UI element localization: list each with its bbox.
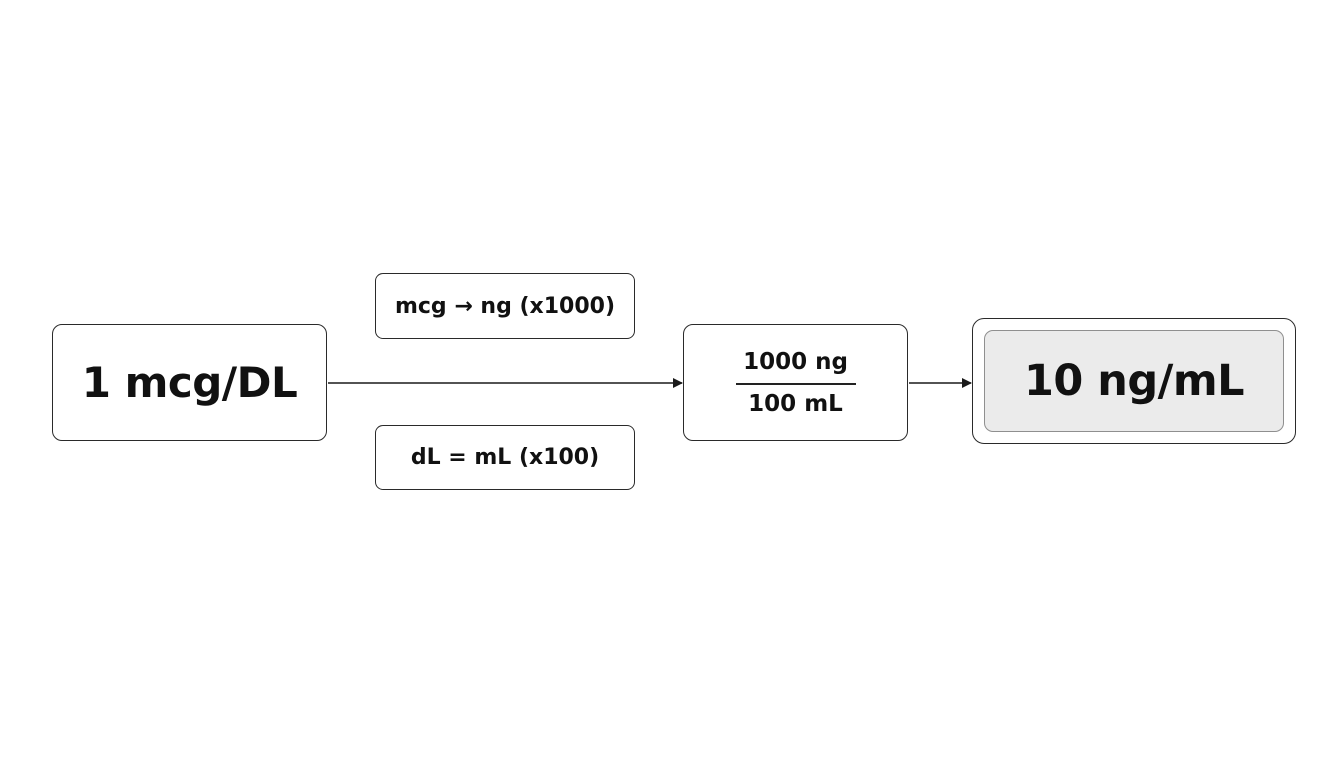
step-mcg-to-ng-box: mcg → ng (x1000) [375,273,635,339]
step-dl-to-ml-box: dL = mL (x100) [375,425,635,490]
fraction-numerator: 1000 ng [743,348,848,375]
result-box: 10 ng/mL [972,318,1296,444]
result-label: 10 ng/mL [1023,356,1245,406]
start-value-label: 1 mcg/DL [81,358,298,407]
fraction-bar [735,382,856,385]
result-inner-box: 10 ng/mL [984,330,1284,432]
step-dl-to-ml-label: dL = mL (x100) [410,445,600,470]
step-mcg-to-ng-label: mcg → ng (x1000) [394,293,616,319]
fraction-denominator: 100 mL [748,390,843,417]
fraction-box: 1000 ng 100 mL [683,324,908,441]
start-value-box: 1 mcg/DL [52,324,327,441]
